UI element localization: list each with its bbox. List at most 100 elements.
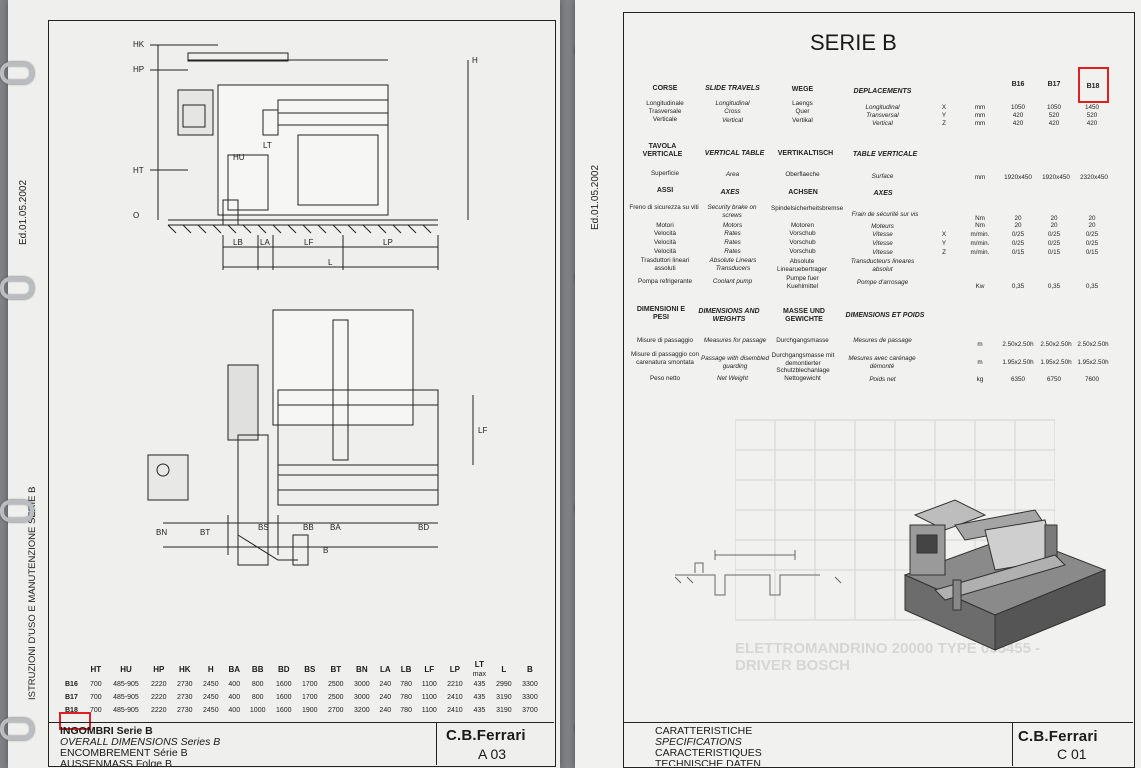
section-assi-fr: AXES [873, 190, 893, 197]
row-axis: X [941, 231, 947, 238]
table-cell: 3190 [496, 707, 512, 714]
table-cell: 800 [251, 681, 264, 688]
label-lb: LB [233, 238, 243, 247]
row-label-en: Vertical [722, 117, 743, 124]
section-assi-en: AXES [720, 189, 740, 196]
value-b17: 20 [1050, 222, 1058, 229]
table-cell: 1600 [275, 694, 292, 701]
value-b17: 1.95x2.50h [1040, 359, 1072, 366]
row-label-fr: Longitudinal [865, 104, 900, 111]
row-label-en: Security brake on screws [707, 204, 757, 219]
table-cell: 700 [89, 707, 102, 714]
row-label-fr: Vitesse [872, 240, 893, 247]
title-line-it: INGOMBRI Serie B [60, 725, 153, 737]
right-manual-page: Ed.01.05.2002 SERIE B B16 B17 B18 CORSE … [575, 0, 1141, 768]
row-label-de: Pumpe fuer Kuehlmittel [786, 275, 819, 290]
value-b16: 420 [1012, 112, 1024, 119]
table-cell: 2730 [176, 707, 193, 714]
col-la: LA [379, 664, 391, 674]
value-b17: 0,35 [1047, 283, 1061, 290]
row-label-fr: Pompe d'arrosage [856, 279, 909, 286]
model-header-b18: B18 [1086, 83, 1100, 90]
label-ht: HT [133, 166, 144, 175]
table-cell: 2410 [447, 707, 463, 714]
table-cell: 240 [379, 681, 392, 688]
model-header-b16: B16 [1011, 81, 1025, 88]
table-cell: 3000 [354, 681, 370, 688]
dimensions-table: HT HU HP HK H BA BB BD BS BT BN LA LB LF… [63, 660, 543, 717]
col-hk: HK [179, 664, 191, 674]
row-model-b17: B17 [65, 694, 78, 701]
row-label-fr: Vitesse [872, 249, 893, 256]
row-label-de: Vorschub [789, 248, 816, 255]
row-label-en: Motors [722, 222, 743, 229]
row-unit: m/min. [970, 231, 990, 238]
value-b18: 0/25 [1085, 240, 1099, 247]
value-b16: 20 [1014, 222, 1022, 229]
value-b17: 0/15 [1047, 249, 1061, 256]
table-cell: 1000 [249, 707, 266, 714]
value-b18: 420 [1086, 120, 1098, 127]
row-axis: Y [941, 112, 947, 119]
table-cell: 400 [228, 681, 241, 688]
label-bn: BN [156, 528, 167, 537]
row-label-it: Misure di passaggio [636, 337, 693, 344]
value-b18: 7600 [1084, 376, 1099, 383]
b18-highlight-box [59, 712, 91, 730]
table-cell: 2730 [176, 681, 193, 688]
col-lt-sub: max [472, 671, 486, 678]
label-bt: BT [200, 528, 210, 537]
title-line-fr: CARACTERISTIQUES [655, 747, 762, 759]
col-l: L [501, 664, 507, 674]
left-logo: C.B.Ferrari [446, 727, 526, 744]
row-model-b16: B16 [65, 681, 78, 688]
machine-illustration [903, 499, 1107, 651]
row-label-it: Misure di passaggio con carenatura smont… [631, 351, 699, 366]
table-cell: 2500 [328, 681, 344, 688]
table-cell: 1900 [301, 707, 318, 714]
binder-ring [0, 500, 34, 522]
label-lf-side: LF [478, 426, 487, 435]
value-b16: 6350 [1010, 376, 1025, 383]
col-bn: BN [356, 664, 368, 674]
row-label-fr: Vitesse [872, 231, 893, 238]
value-b17: 2.50x2.50h [1040, 341, 1072, 348]
section-tavola-fr: TABLE VERTICALE [852, 151, 918, 158]
section-corse-fr: DEPLACEMENTS [853, 88, 912, 95]
table-cell: 3200 [354, 707, 370, 714]
table-cell: 400 [228, 694, 241, 701]
row-unit: mm [974, 112, 986, 119]
value-b17: 0/25 [1047, 231, 1061, 238]
row-label-it: Velocità [653, 239, 677, 246]
row-axis: Z [942, 249, 946, 256]
row-label-en: Longitudinal [715, 100, 750, 107]
row-label-fr: Mesures de passage [853, 337, 912, 344]
table-row: B17 700 485-905 2220 2730 2450 400 800 1… [63, 691, 543, 704]
table-cell: 2220 [150, 694, 167, 701]
title-line-fr: ENCOMBREMENT Série B [60, 747, 188, 759]
row-label-de: Nettogewicht [784, 375, 821, 382]
table-cell: 485-905 [113, 681, 139, 688]
row-label-it: Trasduttori lineari assoluti [640, 257, 690, 272]
label-bd: BD [418, 523, 429, 532]
row-unit: m [977, 341, 983, 348]
table-cell: 1700 [301, 694, 318, 701]
table-cell: 2450 [203, 681, 219, 688]
table-cell: 2730 [176, 694, 193, 701]
table-cell: 3300 [522, 681, 538, 688]
row-label-en: Rates [724, 248, 741, 255]
col-ba: BA [228, 664, 241, 674]
col-bd: BD [277, 664, 290, 674]
value-b18: 520 [1086, 112, 1098, 119]
col-bb: BB [251, 664, 264, 674]
table-cell: 2220 [150, 707, 167, 714]
bleed-through-text: ELETTROMANDRINO 20000 TYPE 055455 - DRIV… [735, 640, 1041, 674]
label-bb: BB [303, 523, 314, 532]
row-label-it: Velocità [653, 248, 677, 255]
row-label-it: Longitudinale [646, 100, 684, 107]
row-label-it: Motori [656, 222, 674, 229]
value-b17: 1050 [1046, 104, 1061, 111]
row-label-en: Passage with disembled guarding [701, 355, 769, 370]
right-logo-box [1012, 722, 1134, 766]
